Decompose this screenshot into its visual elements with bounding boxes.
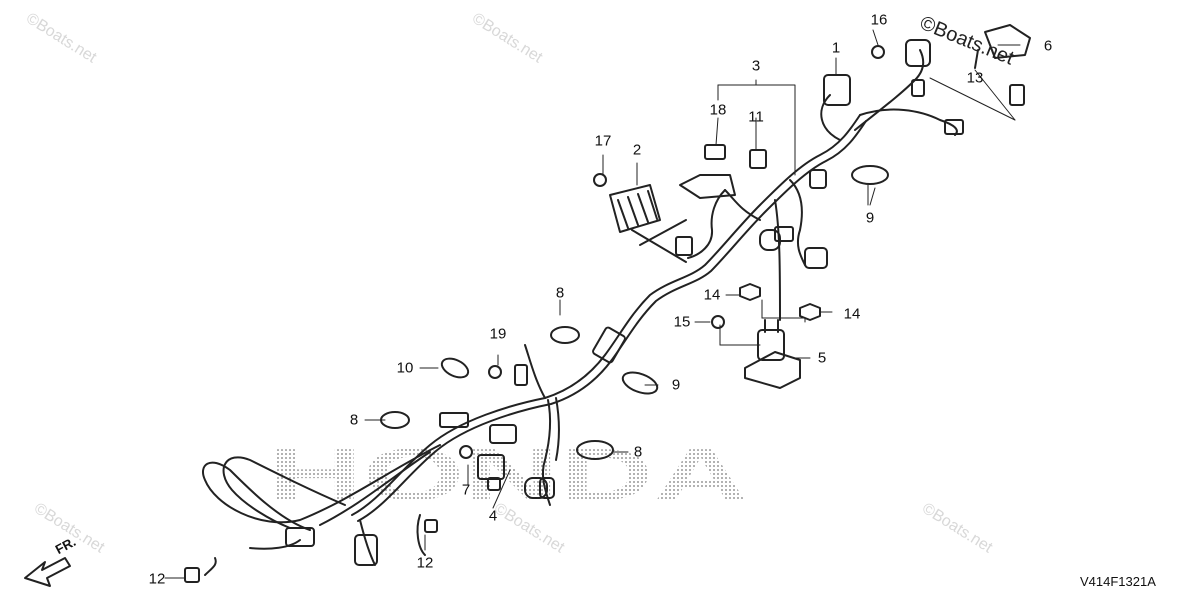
callout-7: 7 xyxy=(461,481,471,499)
harness-bands xyxy=(380,165,889,460)
diagram-code: V414F1321A xyxy=(1080,574,1156,589)
callout-5: 5 xyxy=(817,349,827,367)
callout-6: 6 xyxy=(1043,37,1053,55)
callout-3: 3 xyxy=(751,57,761,75)
fasteners xyxy=(459,45,885,491)
front-direction-arrow xyxy=(24,557,71,587)
callout-16: 16 xyxy=(870,11,888,29)
connector-shapes xyxy=(184,39,1025,583)
callout-12: 12 xyxy=(148,570,166,588)
callout-8: 8 xyxy=(555,284,565,302)
regulator-rectifier xyxy=(609,184,687,263)
callout-10: 10 xyxy=(396,359,414,377)
main-harness xyxy=(202,49,958,576)
callout-14: 14 xyxy=(703,286,721,304)
callout-11: 11 xyxy=(748,108,764,126)
callout-9: 9 xyxy=(671,376,681,394)
callout-8: 8 xyxy=(349,411,359,429)
leader-lines xyxy=(164,29,1021,579)
callout-12: 12 xyxy=(416,554,434,572)
callout-8: 8 xyxy=(633,443,643,461)
callout-18: 18 xyxy=(709,101,727,119)
callout-1: 1 xyxy=(831,39,841,57)
callout-19: 19 xyxy=(489,325,507,343)
part-6-relay xyxy=(974,24,1031,69)
callout-2: 2 xyxy=(632,141,642,159)
fuse-holder xyxy=(679,144,767,199)
callout-13: 13 xyxy=(966,69,984,87)
callout-17: 17 xyxy=(594,132,612,150)
callout-14: 14 xyxy=(843,305,861,323)
starter-solenoid xyxy=(744,319,801,389)
callout-15: 15 xyxy=(673,313,691,331)
callout-4: 4 xyxy=(488,507,498,525)
callout-9: 9 xyxy=(865,209,875,227)
